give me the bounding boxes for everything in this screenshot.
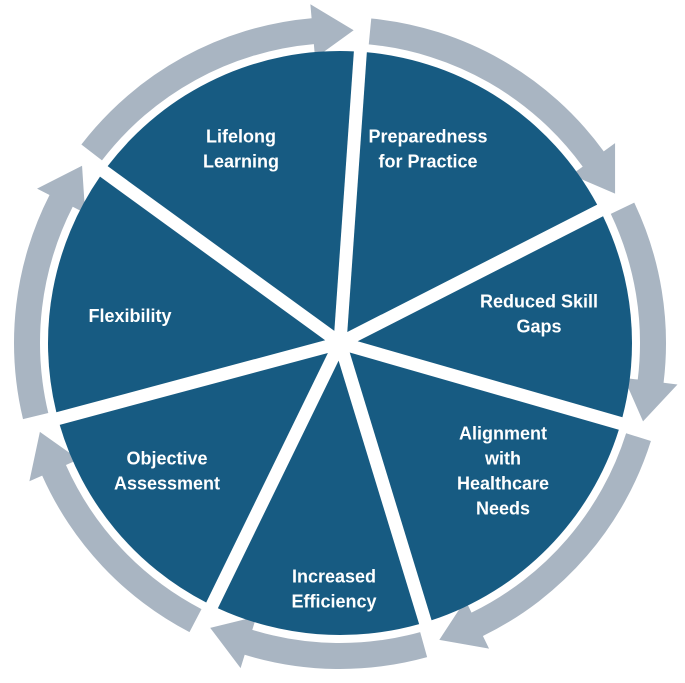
segment-wedge	[349, 352, 619, 621]
segment-label-line: Healthcare	[457, 474, 549, 494]
segment-label-line: with	[484, 449, 521, 469]
segment-wedge	[347, 52, 598, 332]
segment-label-line: Flexibility	[88, 306, 171, 326]
segment-label: Flexibility	[88, 306, 171, 326]
cycle-arrow	[81, 4, 354, 161]
cycle-arrows	[14, 4, 678, 669]
segment-label: Preparedness for Practice	[368, 127, 487, 172]
segment-label-line: Alignment	[459, 424, 547, 444]
segment-wedge	[357, 216, 632, 418]
segment-label-line: Objective	[126, 449, 207, 469]
segment-wedge	[217, 360, 420, 635]
segment-label-line: Increased	[292, 567, 376, 587]
segment-label-line: Efficiency	[291, 592, 376, 612]
segment-label-line: Lifelong	[206, 127, 276, 147]
segment-label-line: for Practice	[378, 152, 477, 172]
segment-label-line: Gaps	[516, 317, 561, 337]
cycle-arrow	[29, 431, 202, 633]
segment-label-line: Learning	[203, 152, 279, 172]
cycle-arrow	[14, 165, 86, 420]
segment-wedge	[107, 51, 354, 331]
cycle-segments	[48, 51, 632, 635]
segment-label-line: Preparedness	[368, 127, 487, 147]
cycle-arrow	[368, 18, 616, 194]
segment-label-line: Assessment	[114, 474, 220, 494]
cycle-arrow	[610, 202, 678, 422]
segment-label-line: Needs	[476, 499, 530, 519]
cycle-arrow	[439, 433, 651, 649]
segment-wedge	[59, 352, 328, 603]
cycle-arrow	[210, 616, 428, 669]
segment-wedge	[48, 176, 326, 413]
segment-label-line: Reduced Skill	[480, 292, 598, 312]
